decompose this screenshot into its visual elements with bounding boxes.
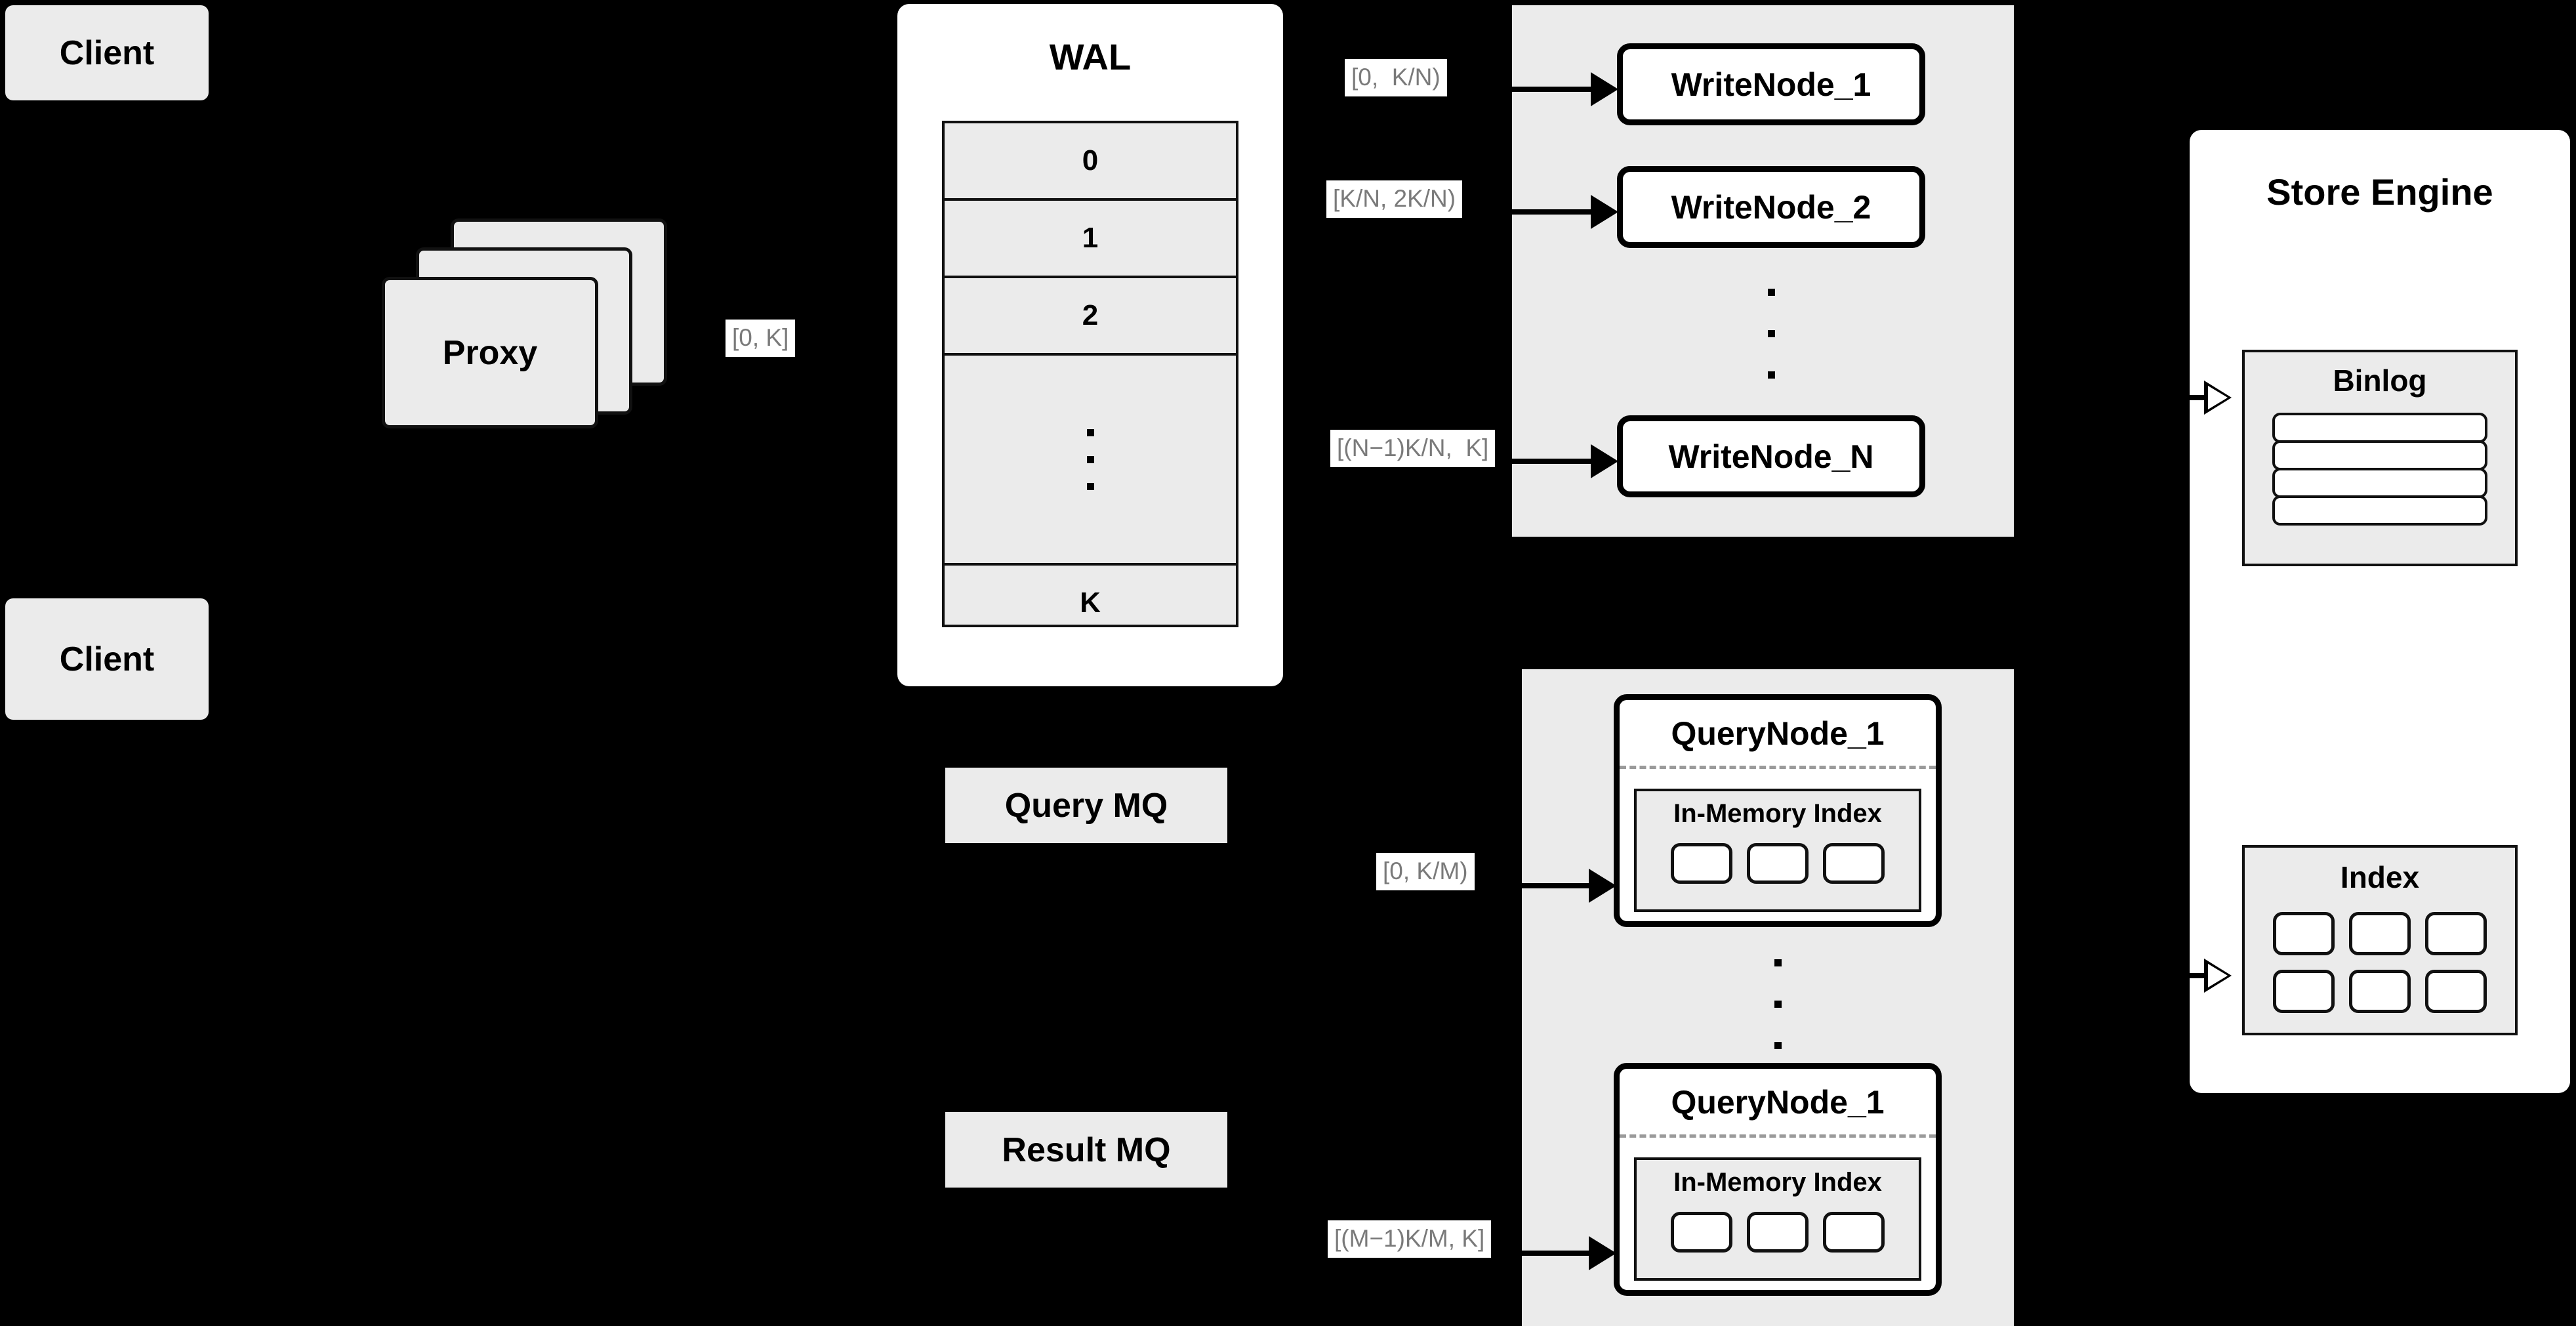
- query-node-m-index-slot: [1671, 1212, 1732, 1253]
- wal-cell-k: K: [1080, 587, 1101, 619]
- write-node-n[interactable]: WriteNode_N: [1617, 415, 1925, 497]
- wal-panel: WAL 0 1 2 K: [897, 4, 1283, 686]
- query-node-m-inmemory-index: In-Memory Index: [1634, 1157, 1921, 1281]
- store-index-slot: [2273, 912, 2335, 955]
- write-node-1[interactable]: WriteNode_1: [1617, 43, 1925, 125]
- write-node-n-range-label: [(N−1)K/N, K]: [1330, 430, 1496, 467]
- write-node-2-arrow-head: [1591, 195, 1618, 229]
- store-index-inbound-arrow-line: [2177, 973, 2204, 978]
- write-node-2-range-label: [K/N, 2K/N): [1326, 180, 1463, 218]
- store-index-slot: [2425, 970, 2487, 1013]
- result-mq-box[interactable]: Result MQ: [945, 1112, 1227, 1188]
- binlog-inbound-arrow-line: [2177, 395, 2204, 400]
- query-node-m-range-label: [(M−1)K/M, K]: [1328, 1220, 1492, 1258]
- client-box-2[interactable]: Client: [5, 598, 209, 720]
- wal-cell-0: 0: [945, 123, 1236, 201]
- store-index-slot: [2425, 912, 2487, 955]
- query-node-m-arrow: [1522, 1236, 1616, 1270]
- proxy-stack-layer-front[interactable]: Proxy: [382, 277, 598, 428]
- wal-cell-2: 2: [945, 278, 1236, 356]
- query-node-m-index-title: In-Memory Index: [1673, 1168, 1882, 1197]
- store-index-inbound-arrow: [2177, 959, 2232, 993]
- binlog-inbound-arrow-head: [2204, 381, 2232, 415]
- query-node-1-arrow-head: [1589, 869, 1616, 903]
- store-index-slot: [2273, 970, 2335, 1013]
- write-node-n-arrow-head: [1591, 444, 1618, 478]
- query-mq-label: Query MQ: [1004, 786, 1168, 825]
- proxy-label: Proxy: [442, 333, 538, 372]
- query-node-1-arrow-line: [1522, 883, 1589, 888]
- binlog-row: [2272, 440, 2487, 470]
- write-node-1-label: WriteNode_1: [1671, 66, 1871, 103]
- store-engine-title: Store Engine: [2266, 171, 2493, 213]
- query-node-m[interactable]: QueryNode_1 In-Memory Index: [1614, 1063, 1942, 1296]
- write-node-cluster-ellipsis: [1617, 274, 1925, 392]
- write-node-n-label: WriteNode_N: [1668, 438, 1874, 475]
- query-node-m-label: QueryNode_1: [1671, 1084, 1885, 1121]
- store-index-box: Index: [2242, 845, 2518, 1035]
- write-node-2-arrow-line: [1512, 209, 1591, 215]
- query-node-1-index-slot: [1823, 843, 1885, 884]
- query-node-1-separator: [1620, 766, 1936, 769]
- write-node-2[interactable]: WriteNode_2: [1617, 166, 1925, 248]
- binlog-title: Binlog: [2333, 363, 2427, 398]
- query-node-m-index-slot: [1823, 1212, 1885, 1253]
- binlog-row: [2272, 413, 2487, 443]
- binlog-row: [2272, 495, 2487, 526]
- write-node-1-arrow-head: [1591, 72, 1618, 106]
- store-engine-panel: Store Engine Binlog Index: [2190, 130, 2570, 1093]
- query-node-1-label: QueryNode_1: [1671, 715, 1885, 752]
- wal-cell-ellipsis: [945, 356, 1236, 566]
- store-index-slot: [2349, 912, 2411, 955]
- write-node-n-arrow: [1512, 444, 1618, 478]
- store-index-inbound-arrow-head: [2204, 959, 2232, 993]
- query-node-cluster-ellipsis: [1614, 942, 1942, 1066]
- write-node-2-label: WriteNode_2: [1671, 188, 1871, 226]
- write-node-1-range-label: [0, K/N): [1345, 59, 1447, 96]
- query-node-m-index-slot: [1747, 1212, 1809, 1253]
- query-node-1-index-slot: [1671, 843, 1732, 884]
- write-node-1-arrow: [1512, 72, 1618, 106]
- query-node-1-arrow: [1522, 869, 1616, 903]
- query-node-m-arrow-head: [1589, 1236, 1616, 1270]
- write-node-1-arrow-line: [1512, 87, 1591, 92]
- result-mq-label: Result MQ: [1002, 1130, 1171, 1169]
- write-node-2-arrow: [1512, 195, 1618, 229]
- binlog-row: [2272, 468, 2487, 498]
- query-node-1-range-label: [0, K/M): [1376, 853, 1475, 890]
- store-index-slot: [2349, 970, 2411, 1013]
- query-node-1-index-slot: [1747, 843, 1809, 884]
- client-box-1[interactable]: Client: [5, 5, 209, 100]
- query-node-1-index-title: In-Memory Index: [1673, 799, 1882, 828]
- query-node-1[interactable]: QueryNode_1 In-Memory Index: [1614, 694, 1942, 927]
- wal-cell-1: 1: [945, 201, 1236, 278]
- query-node-m-separator: [1620, 1134, 1936, 1138]
- query-node-1-inmemory-index: In-Memory Index: [1634, 789, 1921, 912]
- store-index-title: Index: [2340, 860, 2420, 894]
- wal-table: 0 1 2 K: [942, 121, 1238, 627]
- client-label-2: Client: [59, 640, 155, 678]
- binlog-box: Binlog: [2242, 350, 2518, 566]
- query-node-m-arrow-line: [1522, 1251, 1589, 1256]
- wal-title: WAL: [1049, 36, 1132, 77]
- client-label-1: Client: [59, 33, 155, 72]
- query-node-cluster: QueryNode_1 In-Memory Index QueryNode_1 …: [1522, 669, 2014, 1326]
- proxy-stack[interactable]: Proxy: [382, 218, 667, 428]
- binlog-inbound-arrow: [2177, 381, 2232, 415]
- proxy-output-range-label: [0, K]: [726, 320, 796, 357]
- query-mq-box[interactable]: Query MQ: [945, 768, 1227, 843]
- write-node-n-arrow-line: [1512, 459, 1591, 464]
